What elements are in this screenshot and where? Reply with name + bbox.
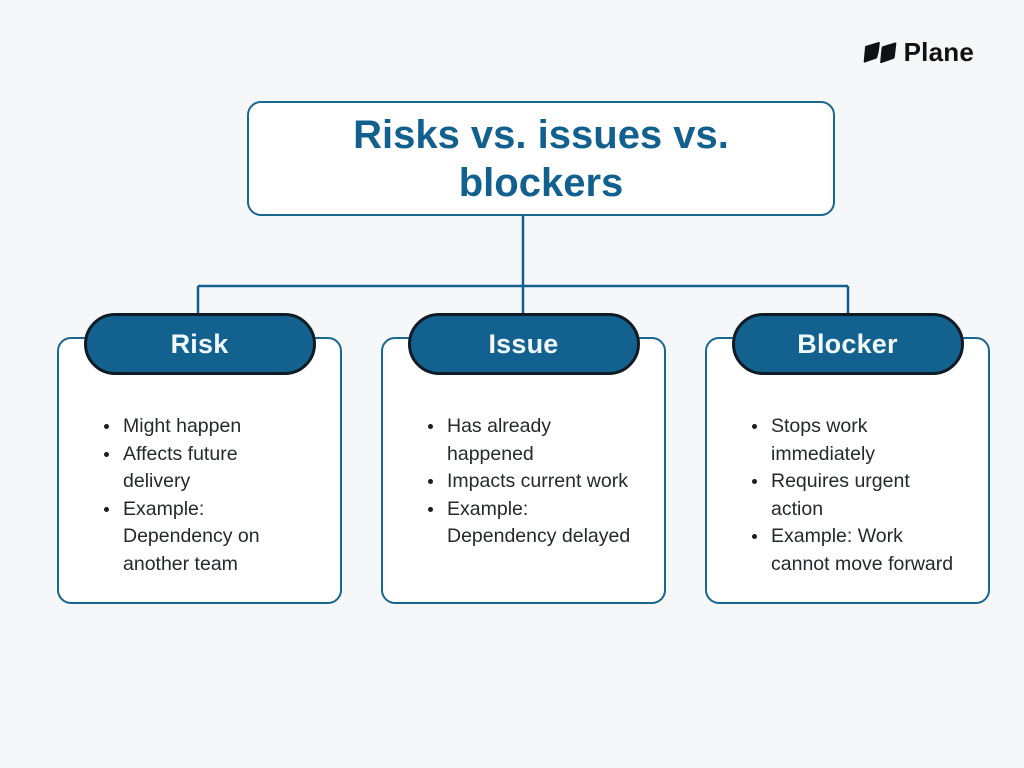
risk-pill-label: Risk <box>170 328 229 359</box>
risk-bullet: Affects future delivery <box>121 441 334 496</box>
blocker-pill: Blocker <box>731 313 964 375</box>
blocker-bullet: Stops work immediately <box>769 413 982 468</box>
issue-bullet: Impacts current work <box>445 468 658 496</box>
plane-logo-icon <box>863 40 896 65</box>
issue-card: Issue Has already happened Impacts curre… <box>381 313 666 604</box>
risk-bullet-list: Might happen Affects future delivery Exa… <box>59 339 340 578</box>
risk-card: Risk Might happen Affects future deliver… <box>57 313 342 604</box>
blocker-bullet-list: Stops work immediately Requires urgent a… <box>707 339 988 578</box>
risk-bullet: Example: Dependency on another team <box>121 496 334 579</box>
issue-bullet-list: Has already happened Impacts current wor… <box>383 339 664 551</box>
blocker-card: Blocker Stops work immediately Requires … <box>705 313 990 604</box>
blocker-bullet: Requires urgent action <box>769 468 982 523</box>
issue-pill: Issue <box>407 313 640 375</box>
risk-pill: Risk <box>83 313 316 375</box>
blocker-bullet: Example: Work cannot move forward <box>769 523 982 578</box>
title-box: Risks vs. issues vs. blockers <box>247 101 835 216</box>
risk-bullet: Might happen <box>121 413 334 441</box>
plane-logo: Plane <box>862 37 974 68</box>
issue-bullet: Example: Dependency delayed <box>445 496 658 551</box>
diagram-title: Risks vs. issues vs. blockers <box>353 112 729 205</box>
plane-logo-text: Plane <box>903 37 974 67</box>
issue-bullet: Has already happened <box>445 413 658 468</box>
issue-pill-label: Issue <box>488 328 559 359</box>
blocker-pill-label: Blocker <box>797 328 898 359</box>
